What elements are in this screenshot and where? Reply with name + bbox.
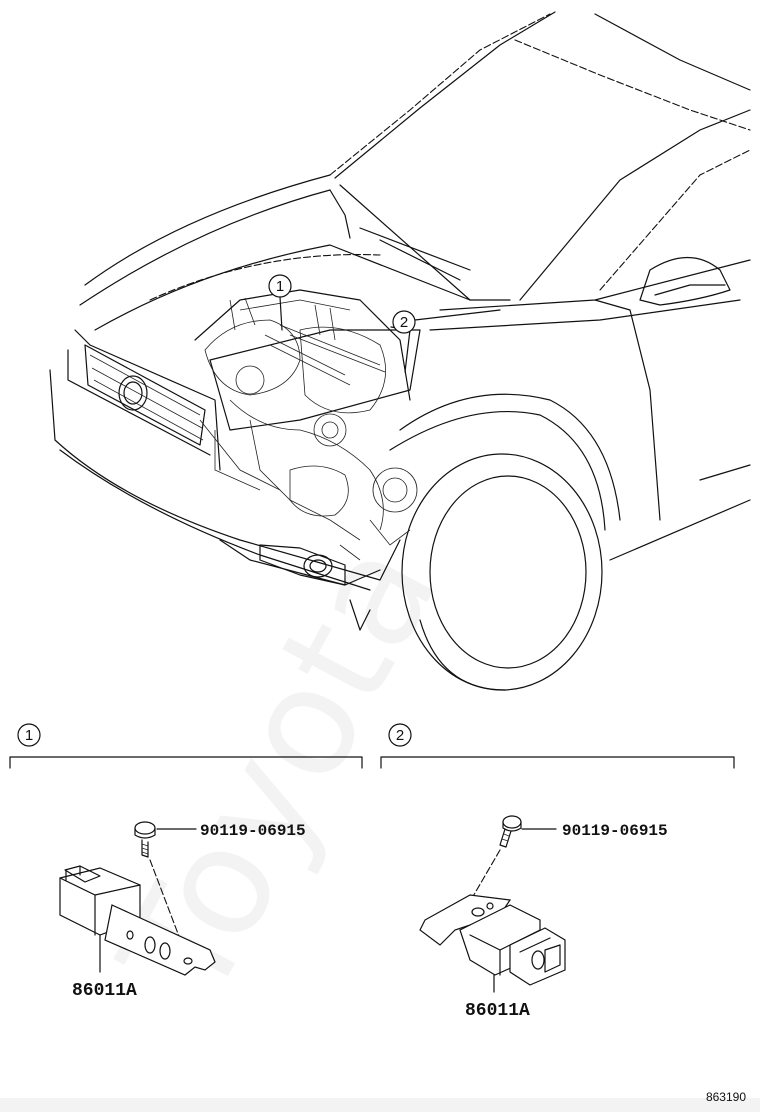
- engine-bay: [194, 289, 418, 561]
- svg-text:1: 1: [25, 727, 33, 744]
- footer-band: [0, 1098, 760, 1112]
- svg-text:1: 1: [276, 278, 284, 295]
- section-2: 2 90119-06915 86011A: [380, 723, 735, 1021]
- sensor-2-part-number: 86011A: [465, 1001, 530, 1021]
- bolt-1-part-number: 90119-06915: [200, 822, 306, 840]
- sensor-1: [59, 865, 216, 976]
- vehicle-illustration: 1 2: [49, 11, 751, 691]
- bolt-1: [134, 821, 156, 858]
- section-2-bracket: [380, 756, 735, 769]
- bolt-2-part-number: 90119-06915: [562, 822, 668, 840]
- section-1: 1 90119-06915 86011A: [9, 723, 363, 1001]
- sensor-1-part-number: 86011A: [72, 981, 137, 1001]
- svg-text:2: 2: [396, 727, 404, 744]
- section-1-bracket: [9, 756, 363, 769]
- bolt-2: [499, 815, 522, 848]
- section-2-marker: 2: [388, 723, 412, 747]
- svg-text:2: 2: [400, 314, 408, 331]
- section-1-marker: 1: [17, 723, 41, 747]
- callout-2: 2: [392, 310, 416, 334]
- drawing-number: 863190: [706, 1090, 746, 1104]
- sensor-2: [419, 894, 566, 986]
- callout-1: 1: [268, 274, 292, 298]
